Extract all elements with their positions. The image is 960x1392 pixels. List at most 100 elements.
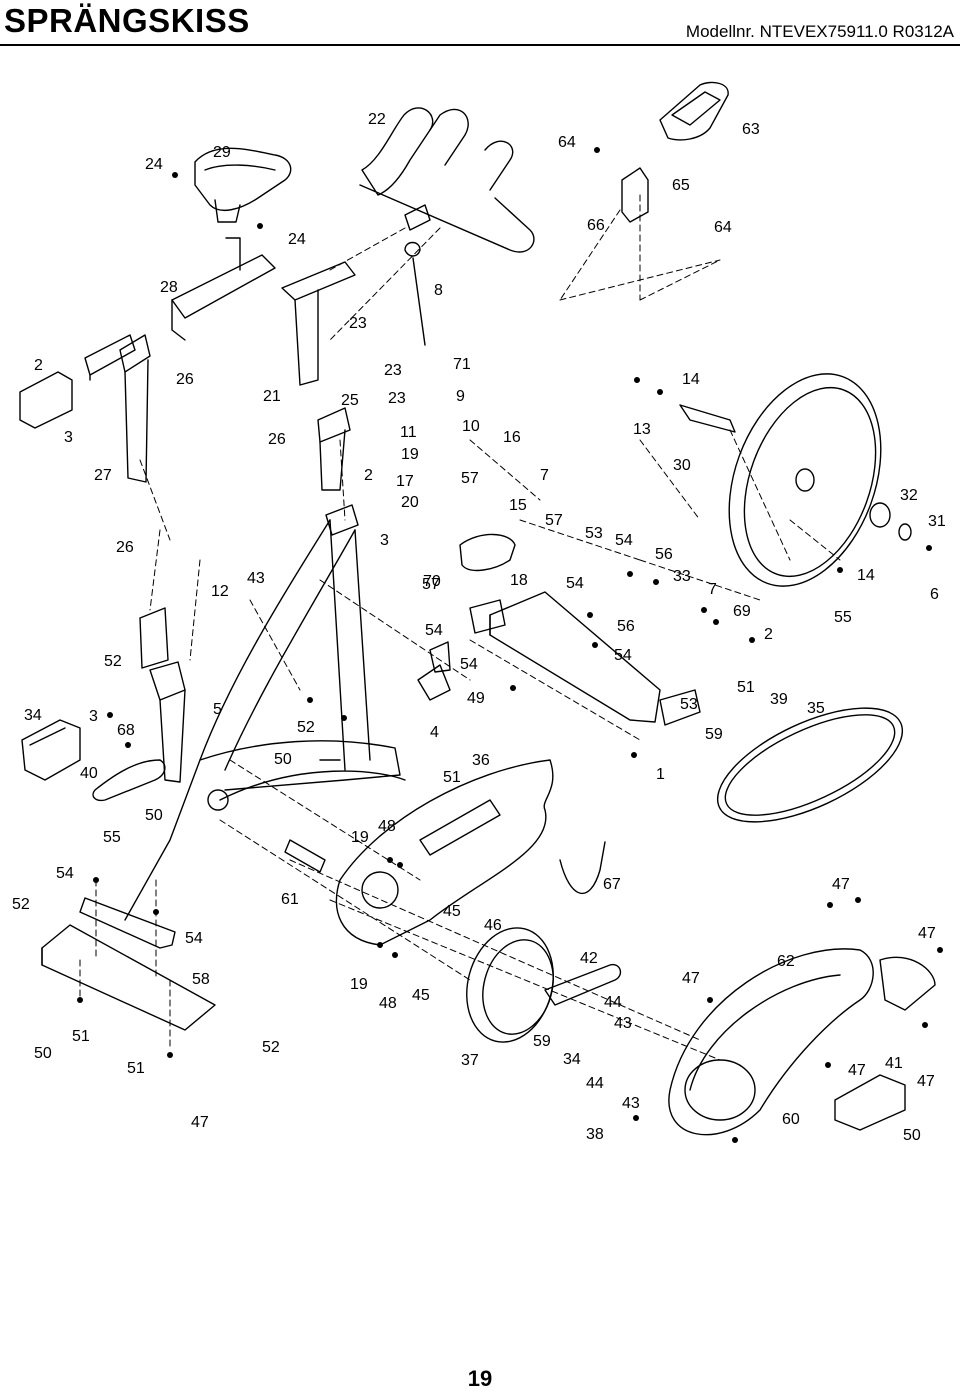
part-callout: 53 [680,696,698,713]
part-callout: 71 [453,356,471,373]
part-callout: 33 [673,568,691,585]
part-callout: 2 [764,626,773,643]
part-callout: 24 [145,156,163,173]
part-callout: 3 [380,532,389,549]
part-callout: 34 [563,1051,581,1068]
part-callout: 45 [412,987,430,1004]
part-callout: 40 [80,765,98,782]
part-callout: 26 [268,431,286,448]
part-callout: 56 [617,618,635,635]
part-callout: 47 [682,970,700,987]
part-callout: 47 [848,1062,866,1079]
part-callout: 51 [127,1060,145,1077]
part-callout: 50 [145,807,163,824]
part-callout: 11 [400,424,417,441]
part-callout: 34 [24,707,42,724]
part-callout: 23 [384,362,402,379]
part-callout: 64 [558,134,576,151]
part-callout: 47 [832,876,850,893]
part-callout: 54 [615,532,633,549]
part-callout: 54 [566,575,584,592]
part-callout: 60 [782,1111,800,1128]
part-callout: 28 [160,279,178,296]
part-callout: 57 [461,470,479,487]
part-callout: 18 [510,572,528,589]
part-callout: 50 [274,751,292,768]
part-callout: 54 [460,656,478,673]
part-callout: 44 [586,1075,604,1092]
part-callout: 55 [103,829,121,846]
part-callout: 29 [213,144,231,161]
part-callout: 70 [423,573,441,590]
part-callout: 44 [604,994,622,1011]
part-callout: 42 [580,950,598,967]
part-callout: 37 [461,1052,479,1069]
part-callout: 54 [425,622,443,639]
part-callout: 54 [56,865,74,882]
part-callout: 24 [288,231,306,248]
part-callout: 43 [614,1015,632,1032]
part-callout: 66 [587,217,605,234]
part-callout: 68 [117,722,135,739]
part-callout: 19 [401,446,419,463]
part-callout: 50 [34,1045,52,1062]
part-callout: 1 [656,766,665,783]
part-callout: 51 [443,769,461,786]
part-callout: 23 [349,315,367,332]
model-number: Modellnr. NTEVEX75911.0 R0312A [685,22,954,41]
part-callout: 36 [472,752,490,769]
part-callout: 27 [94,467,112,484]
part-callout: 4 [430,724,439,741]
part-callout: 14 [857,567,875,584]
part-callout: 50 [903,1127,921,1144]
part-callout: 2 [364,467,373,484]
part-callout: 38 [586,1126,604,1143]
part-callout: 19 [350,976,368,993]
part-callout: 51 [72,1028,90,1045]
part-callout: 35 [807,700,825,717]
part-callout: 63 [742,121,760,138]
part-callout: 58 [192,971,210,988]
part-callout: 26 [176,371,194,388]
part-callout: 19 [351,829,369,846]
part-callout: 52 [104,653,122,670]
part-callout: 54 [185,930,203,947]
part-callout: 15 [509,497,527,514]
part-callout: 6 [930,586,939,603]
part-callout: 53 [585,525,603,542]
part-callout: 48 [379,995,397,1012]
part-callout: 43 [622,1095,640,1112]
part-callout: 69 [733,603,751,620]
part-callout: 21 [263,388,281,405]
part-callout: 52 [297,719,315,736]
part-callout: 46 [484,917,502,934]
part-callout: 57 [422,576,440,593]
part-callout: 47 [918,925,936,942]
part-callout: 7 [708,581,717,598]
part-callout: 39 [770,691,788,708]
part-callout: 59 [705,726,723,743]
part-callout: 22 [368,111,386,128]
page-title: SPRÄNGSKISS [4,2,250,39]
part-callout: 14 [682,371,700,388]
part-callout: 57 [545,512,563,529]
part-callout: 62 [777,953,795,970]
part-callout: 56 [655,546,673,563]
part-callout: 51 [737,679,755,696]
part-callout: 7 [540,467,549,484]
part-callout: 45 [443,903,461,920]
part-callout: 32 [900,487,918,504]
part-callout: 52 [12,896,30,913]
part-callout: 54 [614,647,632,664]
part-callout: 52 [262,1039,280,1056]
part-callout: 25 [341,392,359,409]
part-callout: 3 [89,708,98,725]
part-callout: 2 [34,357,43,374]
part-callout: 16 [503,429,521,446]
part-callout: 64 [714,219,732,236]
part-callout: 55 [834,609,852,626]
part-callout: 10 [462,418,480,435]
part-callout: 3 [64,429,73,446]
part-callout: 30 [673,457,691,474]
part-callout: 65 [672,177,690,194]
